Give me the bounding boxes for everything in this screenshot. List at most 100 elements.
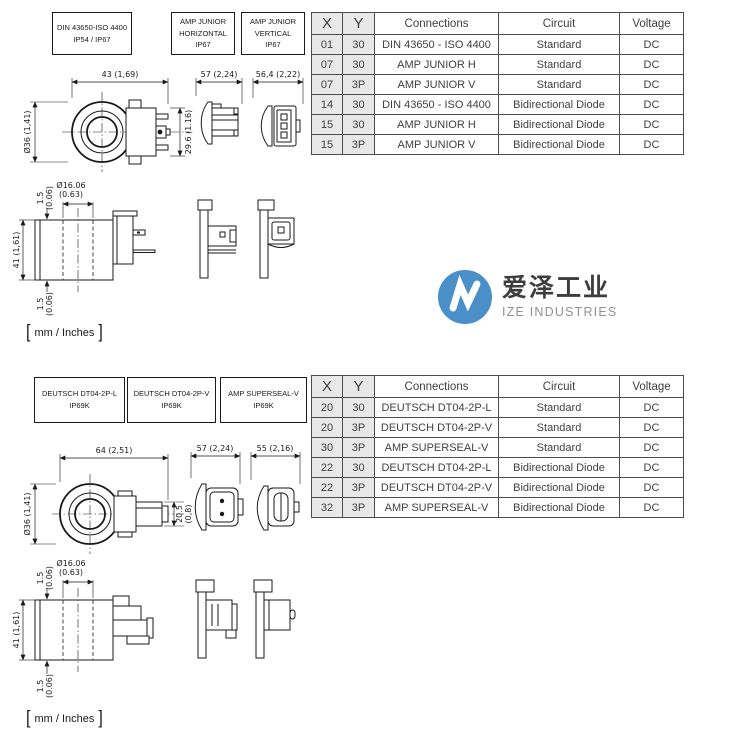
table-cell: AMP SUPERSEAL-V [374,437,499,458]
dim-height-label: 41 (1,61) [12,612,21,649]
amp-v-dimensions: 56,4 (2,22) [252,70,304,104]
table-cell: 22 [311,457,343,478]
ize-logo: 爱泽工业 IZE INDUSTRIES [437,269,617,325]
table-cell: DC [619,497,684,518]
box-line: IP67 [195,40,211,50]
column-header: X [311,12,343,35]
table-cell: 01 [311,34,343,55]
table-cell: AMP JUNIOR H [374,114,499,135]
table-cell: Standard [498,54,620,75]
coil-front-view-top-drawing: 43 (1,69) Ø36 (1,41) 29.6 (1.16) [22,70,193,172]
side-amp-v-geometry [257,199,295,279]
dim-offset-top-in: (0.06) [45,186,54,210]
table-cell: Bidirectional Diode [498,94,620,115]
column-header: Voltage [619,12,684,35]
dim-height-label: 29.6 (1.16) [184,110,193,154]
box-line: DIN 43650-ISO 4400 [56,22,128,32]
table-cell: 07 [311,74,343,95]
table-cell: DIN 43650 - ISO 4400 [374,94,499,115]
table-cell: DIN 43650 - ISO 4400 [374,34,499,55]
side-main-dimensions: Ø16.06 (0.63) 41 (1,61) 1.5 (0.06) 1.5 (… [12,180,94,316]
bracket-open: [ [26,708,31,729]
table-cell: Bidirectional Diode [498,497,620,518]
logo-english-text: IZE INDUSTRIES [502,304,618,319]
dim-bore-mm-label: Ø16.06 [56,558,85,568]
amp-junior-horizontal-drawing: 57 (2,24) [195,70,243,145]
column-header: Circuit [498,375,620,398]
side-main-geometry [34,588,154,672]
table-cell: 15 [311,134,343,155]
table-cell: 30 [342,94,375,115]
box-line: IP69K [69,401,90,410]
table-cell: Standard [498,437,620,458]
box-line: IP67 [265,40,281,50]
dim-offset-bottom-mm: 1.5 [36,298,45,311]
dim-width-label: 55 (2,16) [257,444,294,453]
side-deutsch-v-geometry [253,579,296,659]
amp-junior-vertical-drawing: 56,4 (2,22) [252,70,304,147]
dim-width-label: 57 (2,24) [201,70,238,79]
superseal-dimensions: 55 (2,16) [250,444,301,484]
table-cell: DC [619,94,684,115]
table-cell: 3P [342,74,375,95]
column-header: Voltage [619,375,684,398]
connector-type-box-deutsch-v: DEUTSCH DT04-2P-V IP69K [127,377,216,423]
dim-offset-bottom-in: (0.06) [45,292,54,316]
table-cell: 20 [311,397,343,418]
box-line: DEUTSCH DT04-2P-L [41,389,117,399]
coil-front-geometry [52,474,184,554]
connector-type-box-amp-h: AMP JUNIOR HORIZONTAL IP67 [171,12,235,55]
superseal-geometry [256,485,300,531]
table-cell: DC [619,397,684,418]
table-cell: 3P [342,417,375,438]
table-cell: 30 [342,457,375,478]
column-header: X [311,375,343,398]
table-cell: DEUTSCH DT04-2P-V [374,417,499,438]
side-main-dimensions: Ø16.06 (0.63) 41 (1,61) 1.5 (0.06) 1.5 (… [12,558,94,698]
dim-height-mm-label: 20.5 [175,505,184,523]
table-cell: 30 [311,437,343,458]
dim-bore-in-label: (0.63) [59,190,83,199]
coil-side-views-bottom-drawing: Ø16.06 (0.63) 41 (1,61) 1.5 (0.06) 1.5 (… [12,558,296,698]
box-line: AMP JUNIOR [179,17,227,27]
column-header: Circuit [498,12,620,35]
table-cell: Bidirectional Diode [498,457,620,478]
amp-h-geometry [200,101,239,145]
table-cell: 30 [342,34,375,55]
box-line: DEUTSCH DT04-2P-V [133,389,210,399]
table-cell: DC [619,34,684,55]
amp-v-geometry [260,105,301,147]
table-cell: AMP JUNIOR H [374,54,499,75]
connector-type-box-superseal: AMP SUPERSEAL-V IP69K [220,377,307,423]
coil-front-dimensions: 64 (2,51) Ø36 (1,41) 20.5 (0,8) [22,446,193,545]
table-cell: 20 [311,417,343,438]
box-line: IP69K [253,401,274,410]
column-header: Connections [374,12,499,35]
dim-offset-top-in: (0.06) [45,566,54,590]
table-cell: DEUTSCH DT04-2P-V [374,477,499,498]
table-cell: 3P [342,477,375,498]
box-line: VERTICAL [254,28,292,38]
connector-type-box-amp-v: AMP JUNIOR VERTICAL IP67 [241,12,305,55]
dim-offset-top-mm: 1.5 [36,192,45,205]
table-cell: 3P [342,497,375,518]
table-cell: Bidirectional Diode [498,134,620,155]
dim-offset-bottom-in: (0.06) [45,674,54,698]
connector-type-box-din: DIN 43650-ISO 4400 IP54 / IP67 [52,12,132,55]
coil-front-dimensions: 43 (1,69) Ø36 (1,41) 29.6 (1.16) [22,70,193,163]
table-cell: DC [619,477,684,498]
dim-width-label: 43 (1,69) [102,70,139,79]
dim-offset-top-mm: 1.5 [36,572,45,585]
units-text: mm / Inches [34,327,95,339]
column-header: Connections [374,375,499,398]
table-cell: 30 [342,397,375,418]
